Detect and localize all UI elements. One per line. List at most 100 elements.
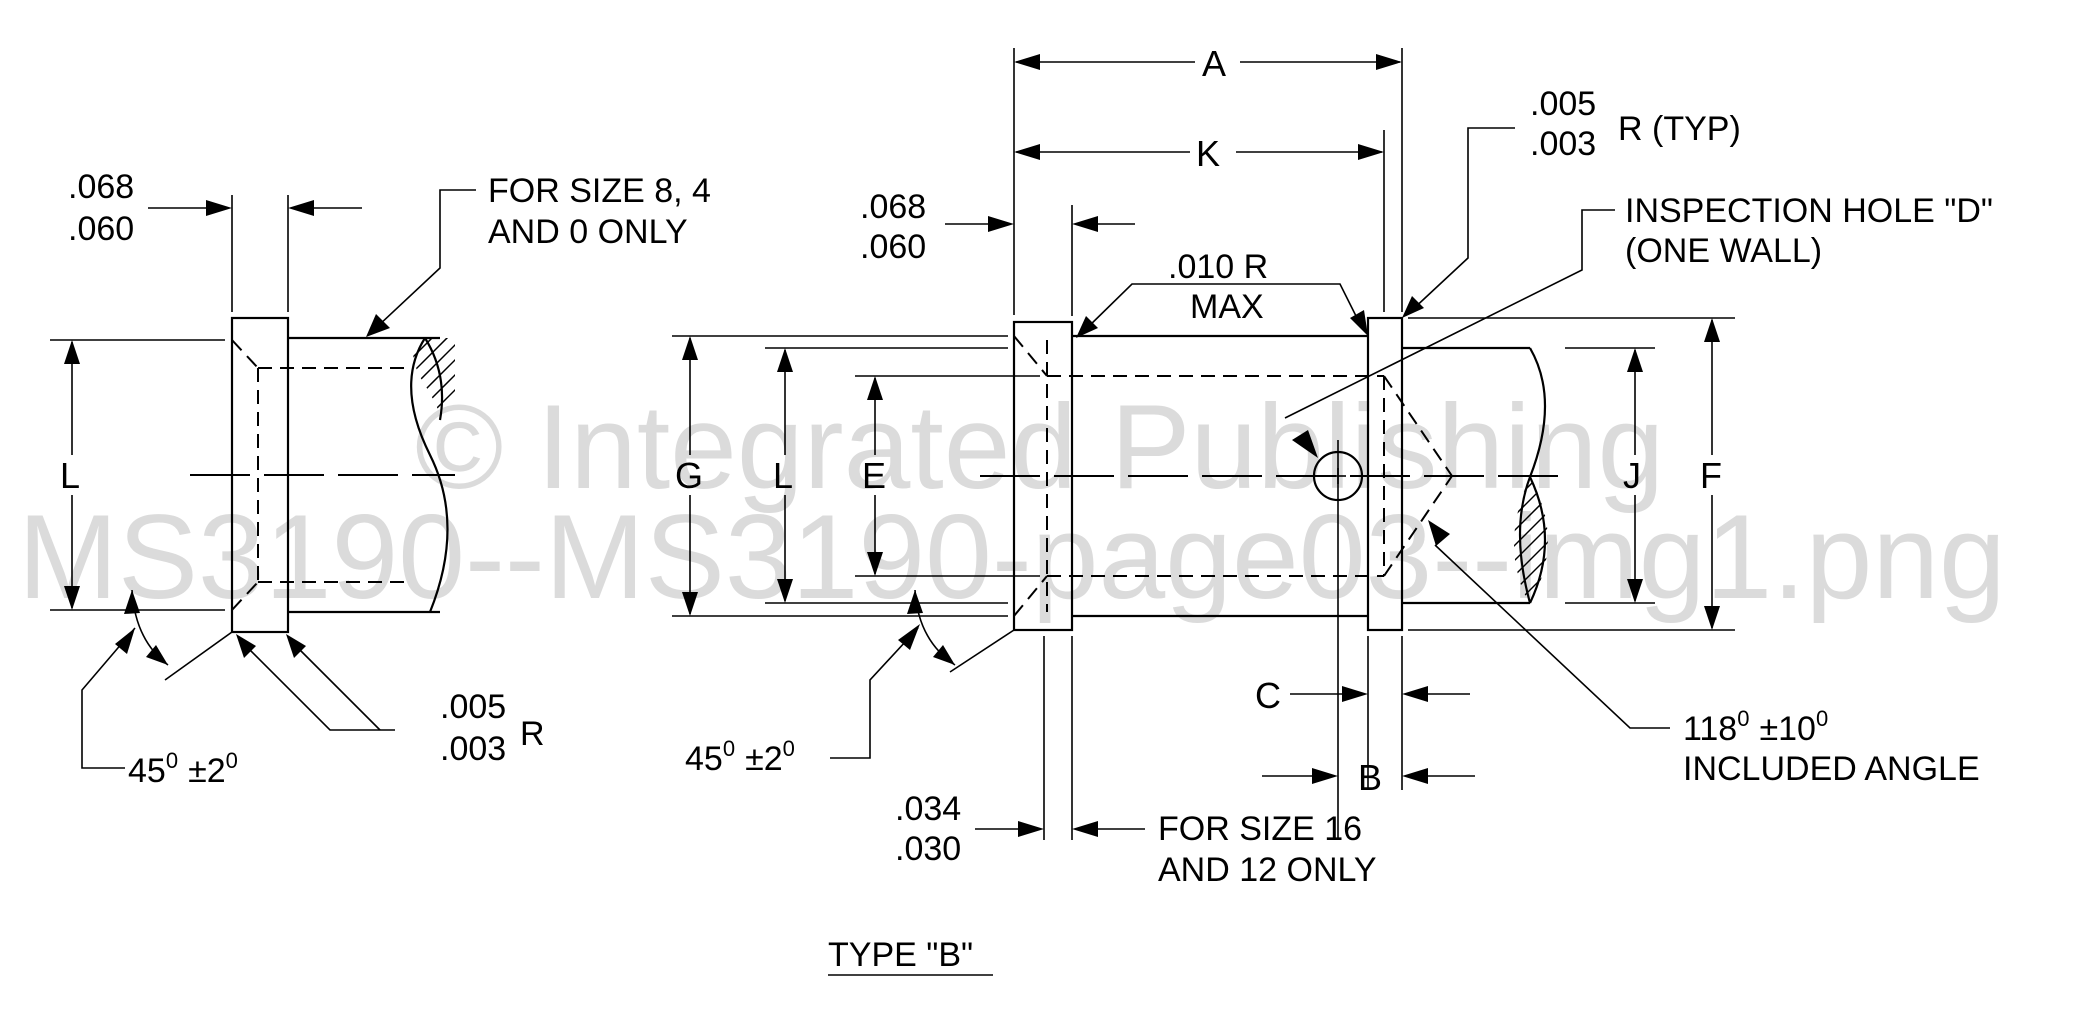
dim-C-label: C bbox=[1255, 675, 1281, 716]
dim-A-arrow-right bbox=[1376, 54, 1402, 70]
left-note-leader bbox=[377, 189, 476, 327]
left-angle-ext bbox=[164, 631, 233, 681]
dim-G-label: G bbox=[675, 455, 703, 496]
left-break-curve-1 bbox=[410, 337, 449, 613]
left-radius-leader-1 bbox=[239, 639, 395, 731]
max-radius-leader bbox=[1084, 283, 1363, 331]
dim-B-arrow-left bbox=[1312, 768, 1338, 784]
left-top-dim-lower: .060 bbox=[68, 210, 134, 248]
right-break-curve-2 bbox=[1529, 476, 1547, 604]
left-angle-arrow-bottom bbox=[146, 645, 168, 665]
dim-A-label: A bbox=[1202, 43, 1226, 84]
included-angle-tol: ±10 bbox=[1759, 710, 1815, 748]
drawing-title: TYPE "B" bbox=[828, 936, 973, 974]
left-hidden-chamfer-top bbox=[231, 339, 259, 369]
dim-G-arrow-bottom bbox=[682, 592, 698, 616]
left-note-arrow bbox=[366, 314, 390, 337]
dim-E-label: E bbox=[862, 455, 886, 496]
left-angle-value: 45 bbox=[128, 752, 166, 790]
dim-E-arrow-top bbox=[867, 376, 883, 400]
dim-K-label: K bbox=[1196, 133, 1220, 174]
dim-L-arrow-top bbox=[777, 348, 793, 372]
dim-J-arrow-bottom bbox=[1627, 579, 1643, 603]
dim-L-arrow-bottom bbox=[777, 579, 793, 603]
dim-J-arrow-top bbox=[1627, 348, 1643, 372]
right-break-hatch bbox=[1514, 477, 1548, 603]
right-top-dim-upper: .068 bbox=[860, 188, 926, 226]
left-top-dim-arrow-left bbox=[206, 200, 232, 216]
right-angle-deg2: 0 bbox=[783, 736, 795, 761]
max-radius-line2: MAX bbox=[1190, 288, 1264, 326]
included-angle-deg1: 0 bbox=[1737, 706, 1749, 731]
left-top-dim-upper: .068 bbox=[68, 168, 134, 206]
left-angle-deg2: 0 bbox=[226, 748, 238, 773]
max-radius-arrow-right bbox=[1350, 310, 1368, 336]
left-dim-L-arrow-top bbox=[64, 340, 80, 364]
left-dim-L-arrow-bottom bbox=[64, 586, 80, 610]
left-view: L .068 .060 FOR SIZE 8, 4 AND 0 ONLY 450… bbox=[50, 168, 711, 790]
dim-C-arrow-left bbox=[1342, 686, 1368, 702]
dim-A-arrow-left bbox=[1014, 54, 1040, 70]
size-note-line2: AND 12 ONLY bbox=[1158, 851, 1377, 889]
dim-E-arrow-bottom bbox=[867, 552, 883, 576]
left-angle-arrow-top bbox=[124, 590, 140, 614]
dim-G-arrow-top bbox=[682, 336, 698, 360]
left-angle-deg1: 0 bbox=[166, 748, 178, 773]
dim-K-arrow-left bbox=[1014, 144, 1040, 160]
dim-F-label: F bbox=[1700, 455, 1722, 496]
right-top-dim-arrow-left bbox=[988, 216, 1014, 232]
left-radius-upper: .005 bbox=[440, 688, 506, 726]
typ-radius-upper: .005 bbox=[1530, 85, 1596, 123]
included-angle-deg2: 0 bbox=[1816, 706, 1828, 731]
included-angle-arrow bbox=[1428, 520, 1450, 546]
inspection-note-leader bbox=[1284, 209, 1615, 419]
left-note-line1: FOR SIZE 8, 4 bbox=[488, 172, 711, 210]
inspection-note-line1: INSPECTION HOLE "D" bbox=[1625, 192, 1993, 230]
left-angle-tol: ±2 bbox=[188, 752, 226, 790]
right-drill-point-top bbox=[1383, 375, 1453, 477]
left-angle-label: 450±20 bbox=[128, 748, 238, 790]
included-angle-leader bbox=[1434, 544, 1670, 729]
bottom-dim-arrow-right bbox=[1072, 821, 1098, 837]
watermark-line-2: MS3190--MS3190-page03--img1.png bbox=[18, 490, 2006, 624]
left-hidden-chamfer-bottom bbox=[231, 581, 259, 611]
dim-F-arrow-bottom bbox=[1704, 606, 1720, 630]
dim-K-arrow-right bbox=[1358, 144, 1384, 160]
right-angle-deg1: 0 bbox=[723, 736, 735, 761]
bottom-dim-upper: .034 bbox=[895, 790, 961, 828]
right-top-dim-lower: .060 bbox=[860, 228, 926, 266]
size-note-line1: FOR SIZE 16 bbox=[1158, 810, 1362, 848]
included-angle-value: 118 bbox=[1683, 710, 1737, 748]
left-top-dim-arrow-right bbox=[288, 200, 314, 216]
right-top-dim-arrow-right bbox=[1072, 216, 1098, 232]
typ-radius-lower: .003 bbox=[1530, 125, 1596, 163]
right-hidden-chamfer-top bbox=[1013, 335, 1048, 377]
dim-F-arrow-top bbox=[1704, 318, 1720, 342]
right-angle-ext bbox=[949, 629, 1015, 673]
dim-B-label: B bbox=[1358, 757, 1382, 798]
right-angle-arrow-bottom bbox=[933, 645, 955, 665]
watermark-line-1: © Integrated Publishing bbox=[415, 380, 1664, 514]
max-radius-arrow-left bbox=[1076, 316, 1098, 338]
right-angle-value: 45 bbox=[685, 740, 723, 778]
included-angle-value-line: 1180±100 bbox=[1683, 706, 1828, 748]
left-dim-L-label: L bbox=[60, 455, 80, 496]
left-radius-lower: .003 bbox=[440, 730, 506, 768]
left-radius-leader-2 bbox=[289, 639, 381, 731]
left-radius-arrow-1 bbox=[236, 634, 256, 658]
right-angle-leader-arrow bbox=[898, 624, 920, 650]
typ-radius-suffix: R (TYP) bbox=[1618, 110, 1741, 148]
left-break-curve-2 bbox=[424, 337, 444, 421]
left-radius-arrow-2 bbox=[286, 634, 306, 658]
left-angle-leader bbox=[81, 627, 136, 769]
typ-radius-leader bbox=[1409, 127, 1515, 313]
dim-J-label: J bbox=[1623, 455, 1641, 496]
typ-radius-arrow bbox=[1402, 296, 1424, 318]
right-angle-arrow-top bbox=[907, 590, 923, 614]
inspection-note-leader-tip bbox=[1299, 435, 1316, 454]
dim-C-arrow-right bbox=[1402, 686, 1428, 702]
max-radius-line1: .010 R bbox=[1168, 248, 1268, 286]
included-angle-note: INCLUDED ANGLE bbox=[1683, 750, 1980, 788]
right-angle-tol: ±2 bbox=[745, 740, 783, 778]
